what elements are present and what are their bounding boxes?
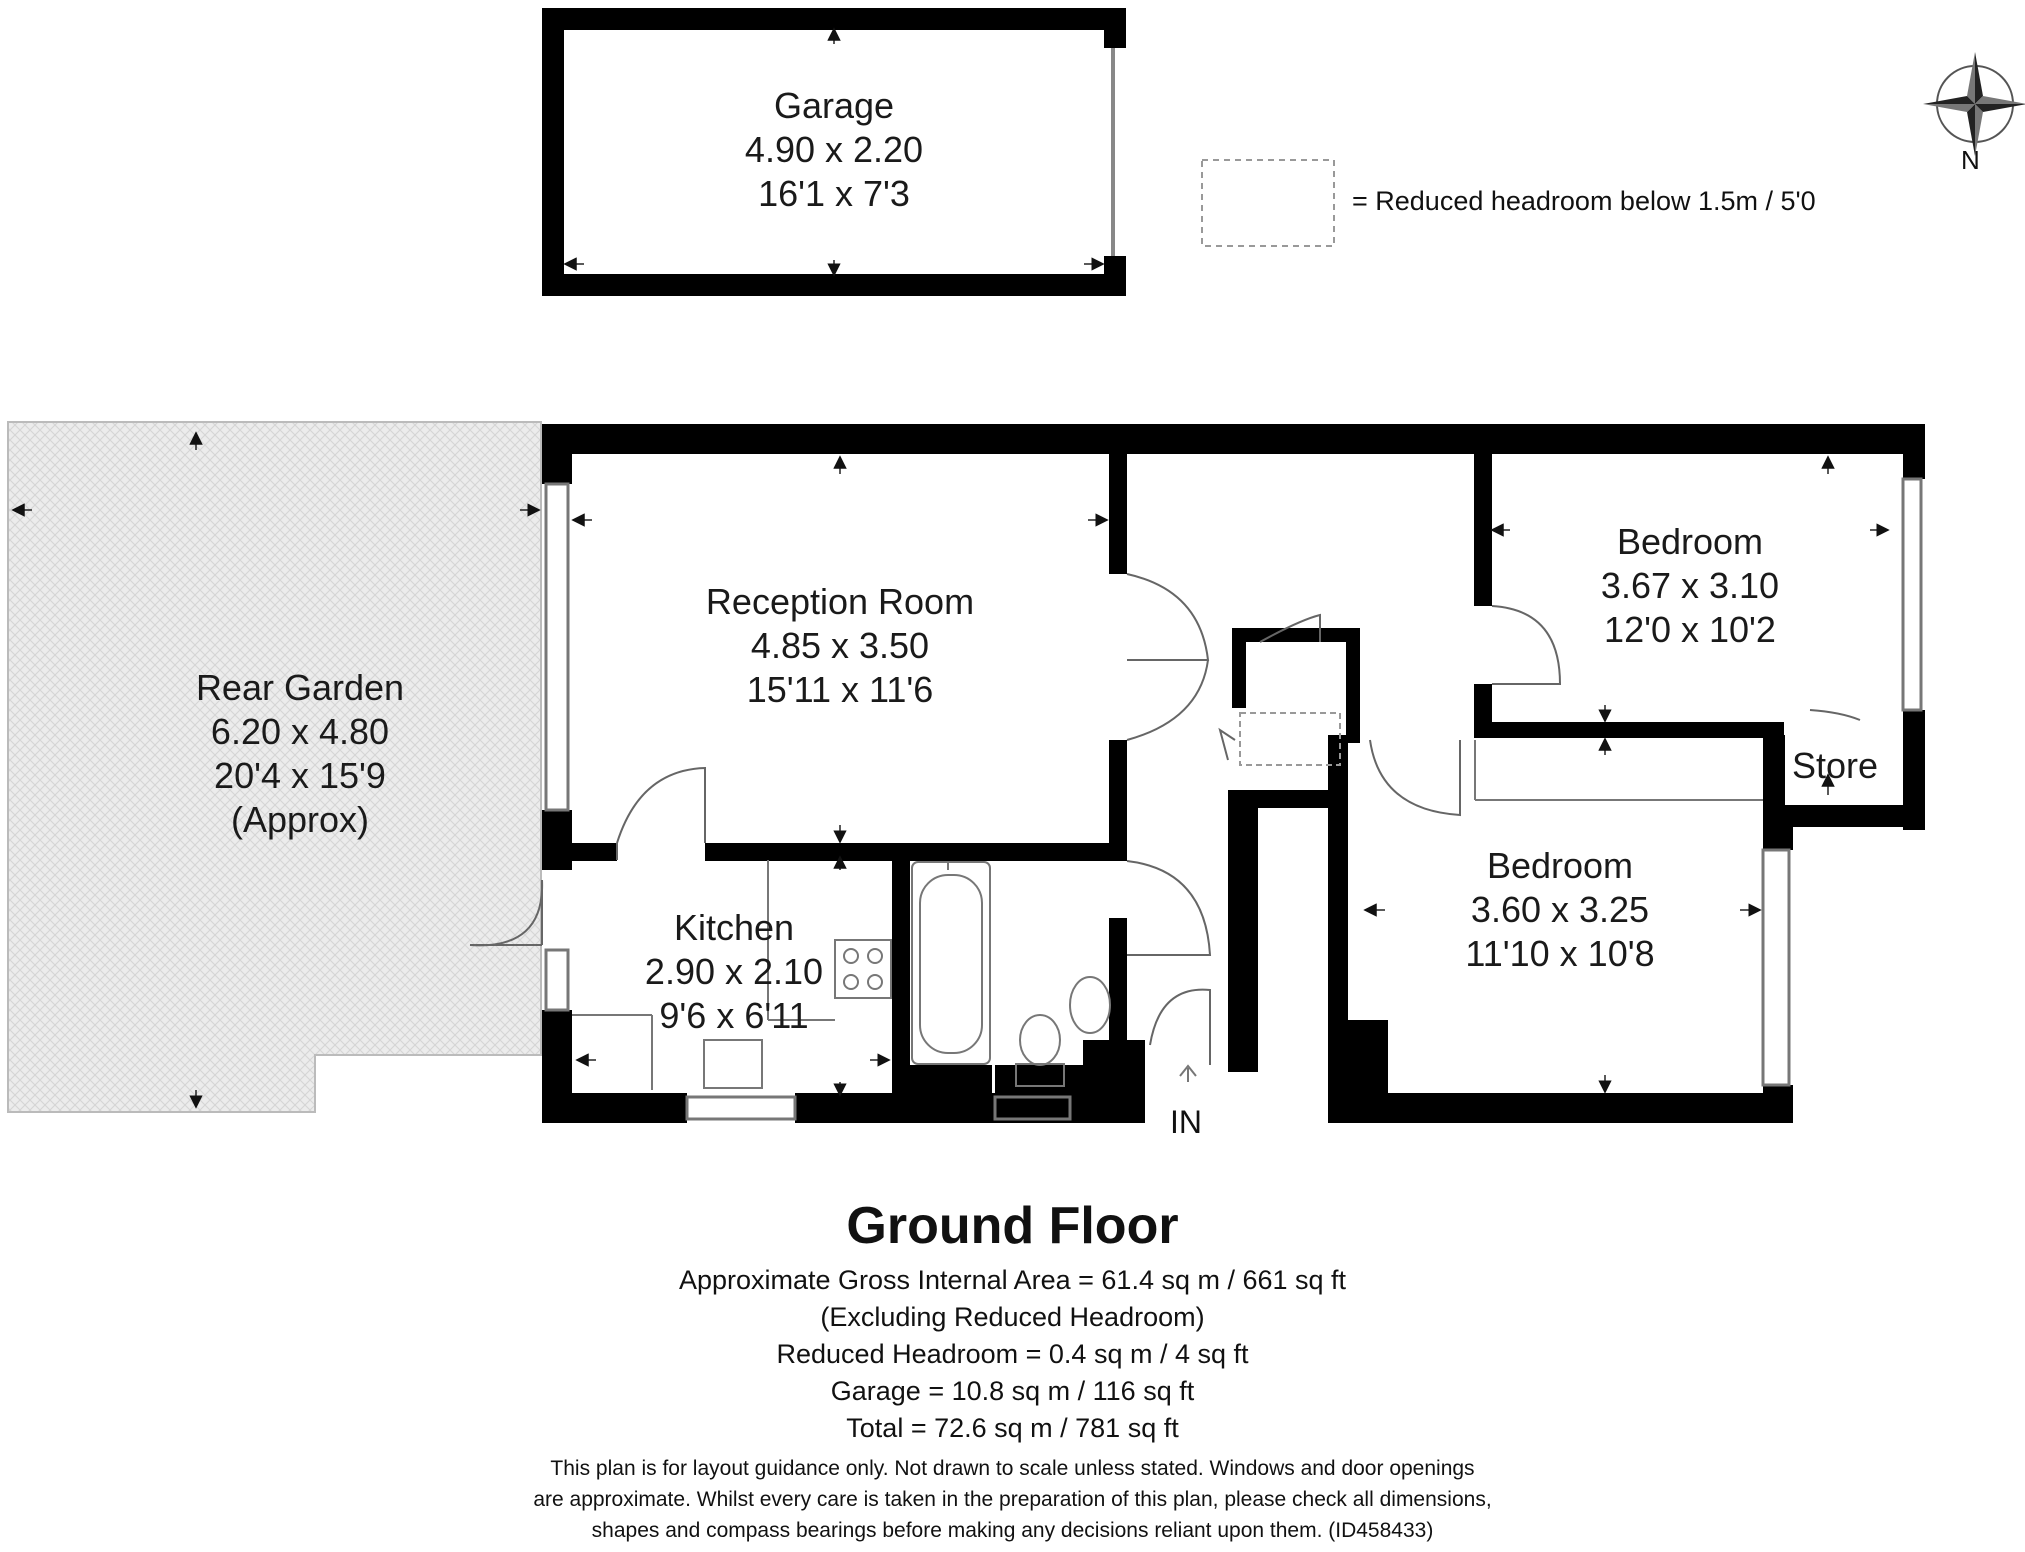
windows [544, 477, 1923, 1121]
area-excluding-note: (Excluding Reduced Headroom) [820, 1302, 1205, 1332]
area-garage: Garage = 10.8 sq m / 116 sq ft [830, 1376, 1195, 1406]
bedroom-2-imperial: 11'10 x 10'8 [1465, 932, 1655, 974]
garage-imperial: 16'1 x 7'3 [758, 172, 910, 214]
bedroom-2-label: Bedroom 3.60 x 3.25 11'10 x 10'8 [1410, 844, 1710, 976]
garage-label: Garage 4.90 x 2.20 16'1 x 7'3 [684, 84, 984, 216]
kitchen-name: Kitchen [673, 907, 795, 948]
rear-garden-name: Rear Garden [195, 667, 405, 708]
compass-north-label: N [1961, 145, 1980, 175]
doors [469, 573, 1861, 1065]
rear-garden-area [7, 421, 542, 1113]
floor-title: Ground Floor [846, 1197, 1179, 1255]
entrance-label: IN [1170, 1104, 1202, 1140]
reception-room-imperial: 15'11 x 11'6 [746, 668, 934, 710]
garage-metric: 4.90 x 2.20 [744, 128, 924, 170]
dimension-arrows [11, 27, 1890, 1109]
sink-and-toilet [1015, 976, 1111, 1087]
rear-garden-metric: 6.20 x 4.80 [210, 710, 390, 752]
area-total: Total = 72.6 sq m / 781 sq ft [846, 1413, 1179, 1443]
disclaimer: This plan is for layout guidance only. N… [0, 1453, 2025, 1546]
disclaimer-line-3: shapes and compass bearings before makin… [591, 1519, 1434, 1542]
area-gross-internal: Approximate Gross Internal Area = 61.4 s… [678, 1265, 1347, 1295]
disclaimer-line-2: are approximate. Whilst every care is ta… [533, 1488, 1492, 1511]
reception-room-name: Reception Room [705, 581, 975, 622]
area-summary: Approximate Gross Internal Area = 61.4 s… [0, 1262, 2025, 1447]
rear-garden-label: Rear Garden 6.20 x 4.80 20'4 x 15'9 (App… [150, 666, 450, 842]
wardrobe [1474, 740, 1763, 801]
bedroom-2-name: Bedroom [1486, 845, 1634, 886]
compass-icon [1923, 52, 2025, 156]
bath-fixture [911, 861, 991, 1065]
disclaimer-line-1: This plan is for layout guidance only. N… [550, 1457, 1475, 1480]
reception-room-metric: 4.85 x 3.50 [750, 624, 930, 666]
bedroom-1-metric: 3.67 x 3.10 [1600, 564, 1780, 606]
bedroom-2-metric: 3.60 x 3.25 [1470, 888, 1650, 930]
reception-room-label: Reception Room 4.85 x 3.50 15'11 x 11'6 [660, 580, 1020, 712]
garage-walls [542, 8, 1126, 296]
kitchen-metric: 2.90 x 2.10 [644, 950, 824, 992]
house-walls [542, 424, 1925, 1123]
store-label: Store [1791, 745, 1879, 786]
bedroom-1-imperial: 12'0 x 10'2 [1604, 608, 1776, 650]
reduced-headroom-legend-box [1201, 159, 1335, 247]
entrance-arrow-icon [1179, 1064, 1197, 1082]
reduced-headroom-area [1239, 712, 1341, 766]
reduced-headroom-legend-text: = Reduced headroom below 1.5m / 5'0 [1352, 186, 1816, 216]
rear-garden-imperial: 20'4 x 15'9 [214, 754, 386, 796]
garage-name: Garage [773, 85, 895, 126]
rear-garden-note: (Approx) [230, 798, 370, 840]
kitchen-fixtures [572, 860, 892, 1090]
kitchen-label: Kitchen 2.90 x 2.10 9'6 x 6'11 [614, 906, 854, 1038]
area-reduced-headroom: Reduced Headroom = 0.4 sq m / 4 sq ft [776, 1339, 1249, 1369]
bedroom-1-name: Bedroom [1616, 521, 1764, 562]
bedroom-1-label: Bedroom 3.67 x 3.10 12'0 x 10'2 [1540, 520, 1840, 652]
kitchen-imperial: 9'6 x 6'11 [659, 994, 809, 1036]
